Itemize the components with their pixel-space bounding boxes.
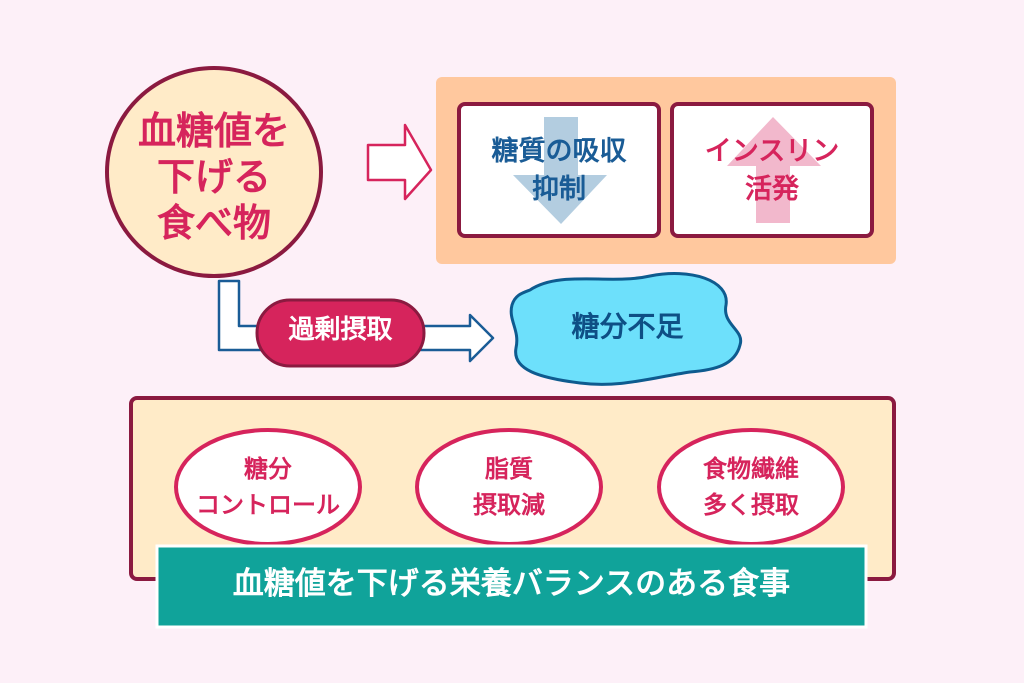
tip-oval-2: [415, 428, 603, 546]
shortage-label: 糖分不足: [571, 310, 684, 343]
up-arrow-icon: [727, 117, 821, 223]
effect-2-text: インスリン 活発: [672, 133, 872, 209]
effect-1-text: 糖質の吸収 抑制: [459, 133, 659, 209]
tip-line: 糖分: [244, 455, 292, 483]
effect-line: インスリン: [704, 136, 840, 167]
main-node-text: 血糖値を 下げる 食べ物: [114, 108, 314, 246]
tip-2-text: 脂質 摂取減: [417, 451, 601, 523]
tip-oval-3: [657, 428, 845, 546]
main-node-line: 下げる: [156, 155, 271, 199]
tip-3-text: 食物繊維 多く摂取: [659, 451, 843, 523]
tip-1-text: 糖分 コントロール: [176, 451, 360, 523]
main-node-line: 食べ物: [156, 201, 271, 245]
down-arrow-icon: [513, 117, 607, 224]
tip-line: コントロール: [196, 491, 340, 519]
effect-line: 糖質の吸収: [491, 136, 627, 167]
right-arrow-icon: [366, 123, 433, 201]
banner-box: [155, 544, 868, 629]
excess-pill: [255, 298, 426, 368]
tip-line: 脂質: [485, 455, 533, 483]
tip-oval-1: [174, 428, 362, 546]
excess-label: 過剰摂取: [288, 315, 393, 345]
effect-line: 抑制: [532, 174, 586, 205]
banner-label: 血糖値を下げる栄養バランスのある食事: [232, 566, 791, 602]
tip-line: 多く摂取: [703, 491, 799, 519]
tip-line: 食物繊維: [703, 455, 799, 483]
tip-line: 摂取減: [473, 491, 545, 519]
effect-line: 活発: [745, 174, 799, 205]
shortage-blob: [509, 272, 743, 386]
main-node-line: 血糖値を: [137, 109, 290, 153]
main-node-ellipse: [105, 66, 323, 278]
